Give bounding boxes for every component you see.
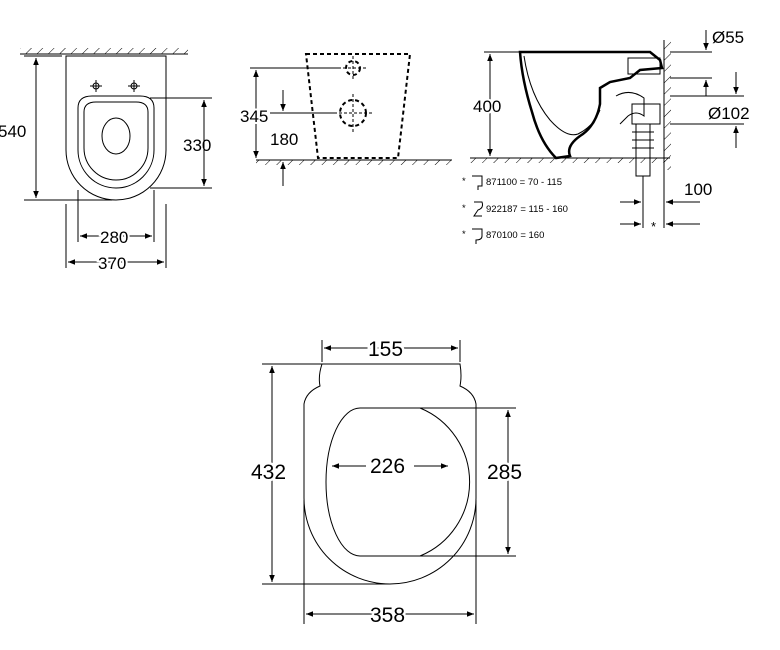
upper-mount-point: [338, 56, 368, 80]
lower-mount-point: [334, 94, 372, 132]
dim-outlet-large: Ø102: [708, 104, 750, 123]
bracket-view: 345 180: [238, 53, 452, 186]
bowl-opening: [83, 101, 149, 181]
dim-offset: 100: [684, 180, 712, 199]
dim-inner-width: 226: [370, 455, 405, 478]
dim-star-marker: *: [651, 219, 656, 234]
dim-height-lower: 180: [270, 130, 298, 149]
seat-opening: [325, 407, 471, 557]
floor-hatch-side: [470, 158, 670, 163]
outlet-bend: [615, 92, 645, 125]
bowl-outlet: [101, 117, 131, 155]
dim-height-upper: 345: [240, 107, 268, 126]
mounting-hole-left: [90, 80, 102, 92]
dim-top-width: 155: [368, 338, 403, 361]
bowl-side-inner: [523, 55, 601, 136]
legend-item: * 922187 = 115 - 160: [462, 201, 568, 217]
legend-item: * 871100 = 70 - 115: [462, 175, 562, 190]
legend-marker: *: [462, 229, 466, 240]
dim-width-total: 370: [98, 254, 126, 273]
wall-hatch-side: [664, 40, 671, 170]
legend-text: 871100 = 70 - 115: [486, 177, 562, 188]
outlet-connector: [631, 103, 661, 125]
dim-seat-height: 432: [251, 461, 286, 484]
dim-inner-height: 285: [487, 461, 522, 484]
adapter-legend: * 871100 = 70 - 115 * 922187 = 115 - 160…: [462, 175, 568, 244]
bracket-outline: [304, 53, 412, 159]
seat-view: 155 432 226 285 358: [249, 336, 525, 630]
dim-height-total: 540: [0, 122, 26, 141]
dim-height-inner: 330: [183, 136, 211, 155]
dim-outlet-small: Ø55: [712, 28, 744, 47]
bowl-outline: [65, 55, 167, 201]
seat-outline: [303, 363, 477, 585]
legend-marker: *: [462, 203, 466, 214]
legend-text: 870100 = 160: [486, 230, 544, 241]
legend-marker: *: [462, 176, 466, 187]
bowl-rim: [77, 95, 155, 189]
side-view: 400 Ø55 Ø102 100 *: [470, 28, 752, 234]
inlet-pipe: [627, 57, 661, 75]
bowl-side-outline: [518, 50, 664, 160]
adapter-offset-icon: [473, 201, 483, 217]
legend-item: * 870100 = 160: [462, 228, 544, 244]
mounting-hole-right: [128, 80, 140, 92]
dim-bottom-width: 358: [370, 604, 405, 627]
dim-width-inner: 280: [100, 228, 128, 247]
adapter-bend-icon: [472, 228, 483, 244]
front-view: 540 330 280 370: [0, 48, 212, 275]
dim-side-height: 400: [473, 97, 501, 116]
adapter-straight-icon: [472, 175, 483, 190]
wall-hatch: [20, 48, 188, 54]
legend-text: 922187 = 115 - 160: [486, 204, 568, 215]
floor-hatch: [256, 160, 452, 165]
